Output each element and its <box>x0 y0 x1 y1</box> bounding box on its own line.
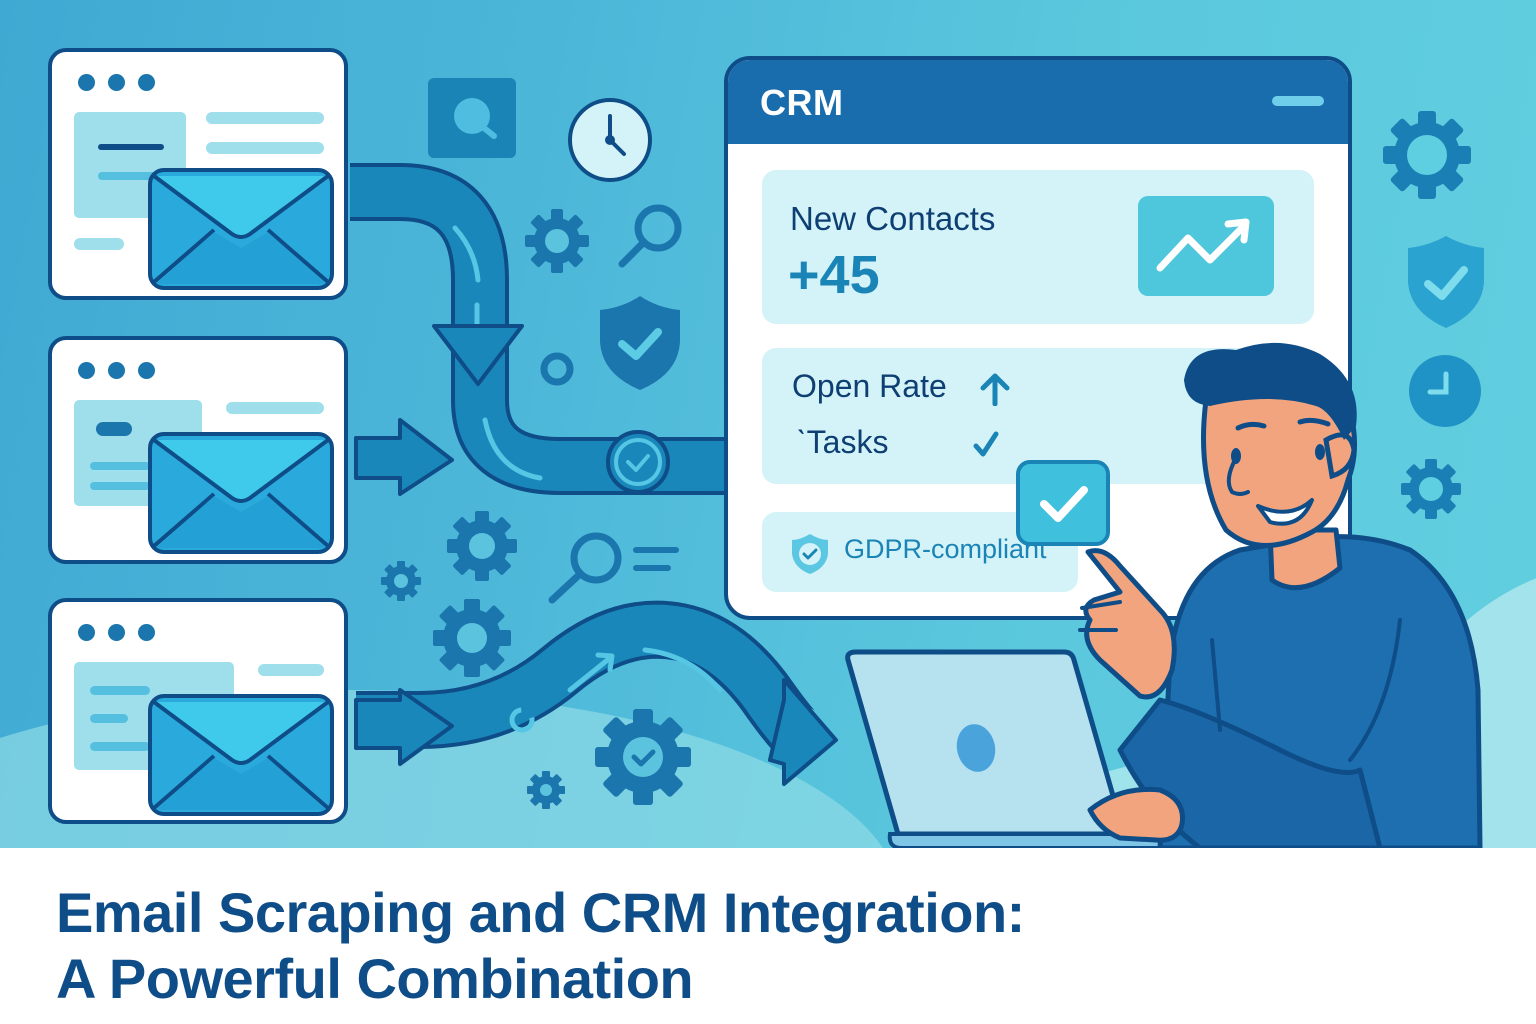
minimize-button[interactable] <box>1272 96 1324 106</box>
window-dot <box>78 362 95 379</box>
window-dot <box>78 624 95 641</box>
text-line <box>226 402 324 414</box>
check-icon <box>1040 486 1088 522</box>
page-title-line-2: A Powerful Combination <box>56 947 694 1010</box>
new-contacts-card: New Contacts +45 <box>762 170 1314 324</box>
search-list-icon <box>548 532 679 604</box>
text-line <box>98 144 164 150</box>
text-line <box>206 112 324 124</box>
arrow-up-icon <box>980 373 1010 406</box>
confirm-checkbox[interactable] <box>1016 460 1110 546</box>
window-controls <box>78 74 155 91</box>
window-controls <box>78 624 155 641</box>
text-line <box>90 742 150 751</box>
text-line <box>90 482 150 490</box>
new-contacts-value: +45 <box>788 245 880 305</box>
text-line <box>96 422 132 436</box>
hero-illustration: CRM New Contacts +45 Open Rate ˋTasks <box>0 0 1536 848</box>
tasks-label: ˋTasks <box>796 424 889 460</box>
envelope-icon <box>148 168 334 290</box>
text-line <box>258 664 324 676</box>
shield-check-icon <box>792 534 828 574</box>
text-line <box>90 686 150 695</box>
open-rate-label: Open Rate <box>792 368 947 404</box>
text-line <box>98 172 158 180</box>
shield-check-icon <box>600 296 680 390</box>
laptop-icon <box>845 649 1237 848</box>
gear-icon <box>447 511 517 581</box>
check-icon <box>973 431 999 457</box>
crm-header: CRM <box>728 60 1348 144</box>
trend-chart-badge <box>1138 196 1274 296</box>
magnifier-icon <box>618 204 682 268</box>
shield-check-icon <box>1408 236 1484 328</box>
gear-icon <box>1383 111 1471 199</box>
text-line <box>90 714 128 723</box>
gear-icon <box>381 561 421 601</box>
page-title-line-1: Email Scraping and CRM Integration: <box>56 881 1025 944</box>
gdpr-card: GDPR-compliant <box>762 512 1078 592</box>
window-dot <box>138 362 155 379</box>
envelope-icon <box>148 694 334 816</box>
clock-icon <box>568 98 652 182</box>
person-illustration <box>1078 342 1483 848</box>
gear-icon <box>1401 459 1461 519</box>
window-dot <box>108 624 125 641</box>
window-dot <box>78 74 95 91</box>
gdpr-label: GDPR-compliant <box>844 534 1047 564</box>
crm-title: CRM <box>760 82 844 123</box>
window-dot <box>138 74 155 91</box>
ring-icon <box>540 352 574 386</box>
window-dot <box>138 624 155 641</box>
trending-up-icon <box>1156 218 1250 272</box>
clock-icon <box>1409 355 1481 427</box>
data-flow-paths <box>350 163 838 786</box>
gear-check-icon <box>595 709 691 805</box>
envelope-icon <box>148 432 334 554</box>
gear-icon <box>527 771 565 809</box>
window-dot <box>108 362 125 379</box>
text-line <box>90 462 150 470</box>
text-line <box>206 142 324 154</box>
search-icon <box>428 78 516 158</box>
text-line <box>74 238 124 250</box>
title-area: Email Scraping and CRM Integration: A Po… <box>0 848 1536 1024</box>
gear-icon <box>433 599 511 677</box>
window-dot <box>108 74 125 91</box>
new-contacts-label: New Contacts <box>790 200 996 237</box>
window-controls <box>78 362 155 379</box>
gear-icon <box>525 209 589 273</box>
